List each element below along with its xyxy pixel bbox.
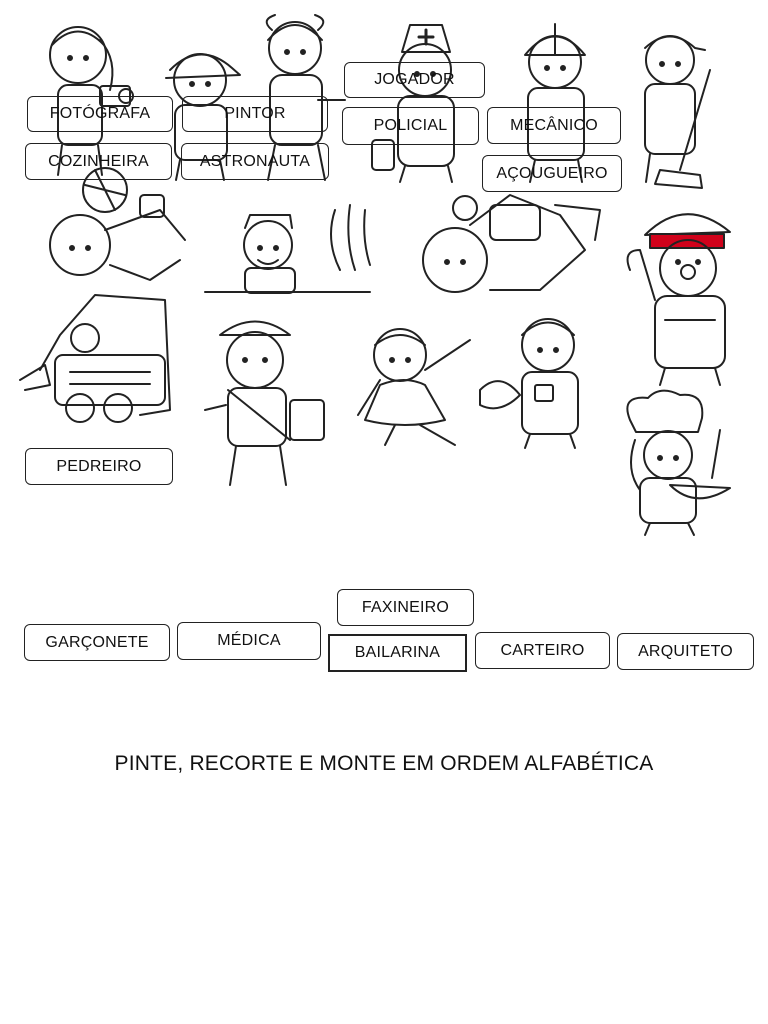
word-card-pedreiro[interactable]: PEDREIRO (25, 448, 173, 485)
word-card-medica[interactable]: MÉDICA (177, 622, 321, 660)
ballerina-figure (357, 328, 471, 446)
car-mechanic-figure (19, 294, 171, 423)
police-officer-figure (626, 213, 731, 386)
butcher-figure (204, 204, 371, 294)
word-card-carteiro[interactable]: CARTEIRO (475, 632, 610, 669)
instruction-text: PINTE, RECORTE E MONTE EM ORDEM ALFABÉTI… (114, 752, 654, 775)
word-card-jogador[interactable]: JOGADOR (344, 62, 485, 98)
illustrations (19, 14, 731, 536)
builder-figure (524, 23, 586, 183)
word-card-faxineiro[interactable]: FAXINEIRO (337, 589, 474, 626)
architect-figure (479, 318, 579, 449)
word-card-pintor[interactable]: PINTOR (182, 96, 328, 132)
soccer-player-figure (49, 167, 186, 281)
word-card-acougueiro[interactable]: AÇOUGUEIRO (482, 155, 622, 192)
chef-figure (626, 389, 731, 536)
word-card-fotografa[interactable]: FOTÓGRAFA (27, 96, 173, 132)
doctor-figure (371, 24, 455, 183)
janitor-figure (644, 35, 711, 189)
painter-figure (165, 53, 241, 181)
mail-carrier-figure (204, 320, 325, 486)
word-card-cozinheira[interactable]: COZINHEIRA (25, 143, 172, 180)
word-card-astronauta[interactable]: ASTRONAUTA (181, 143, 329, 180)
word-card-policial[interactable]: POLICIAL (342, 107, 479, 145)
word-card-bailarina[interactable]: BAILARINA (328, 634, 467, 672)
word-card-arquiteto[interactable]: ARQUITETO (617, 633, 754, 670)
word-card-mecanico[interactable]: MECÂNICO (487, 107, 621, 144)
word-card-garconete[interactable]: GARÇONETE (24, 624, 170, 661)
astronaut-figure (422, 194, 601, 293)
